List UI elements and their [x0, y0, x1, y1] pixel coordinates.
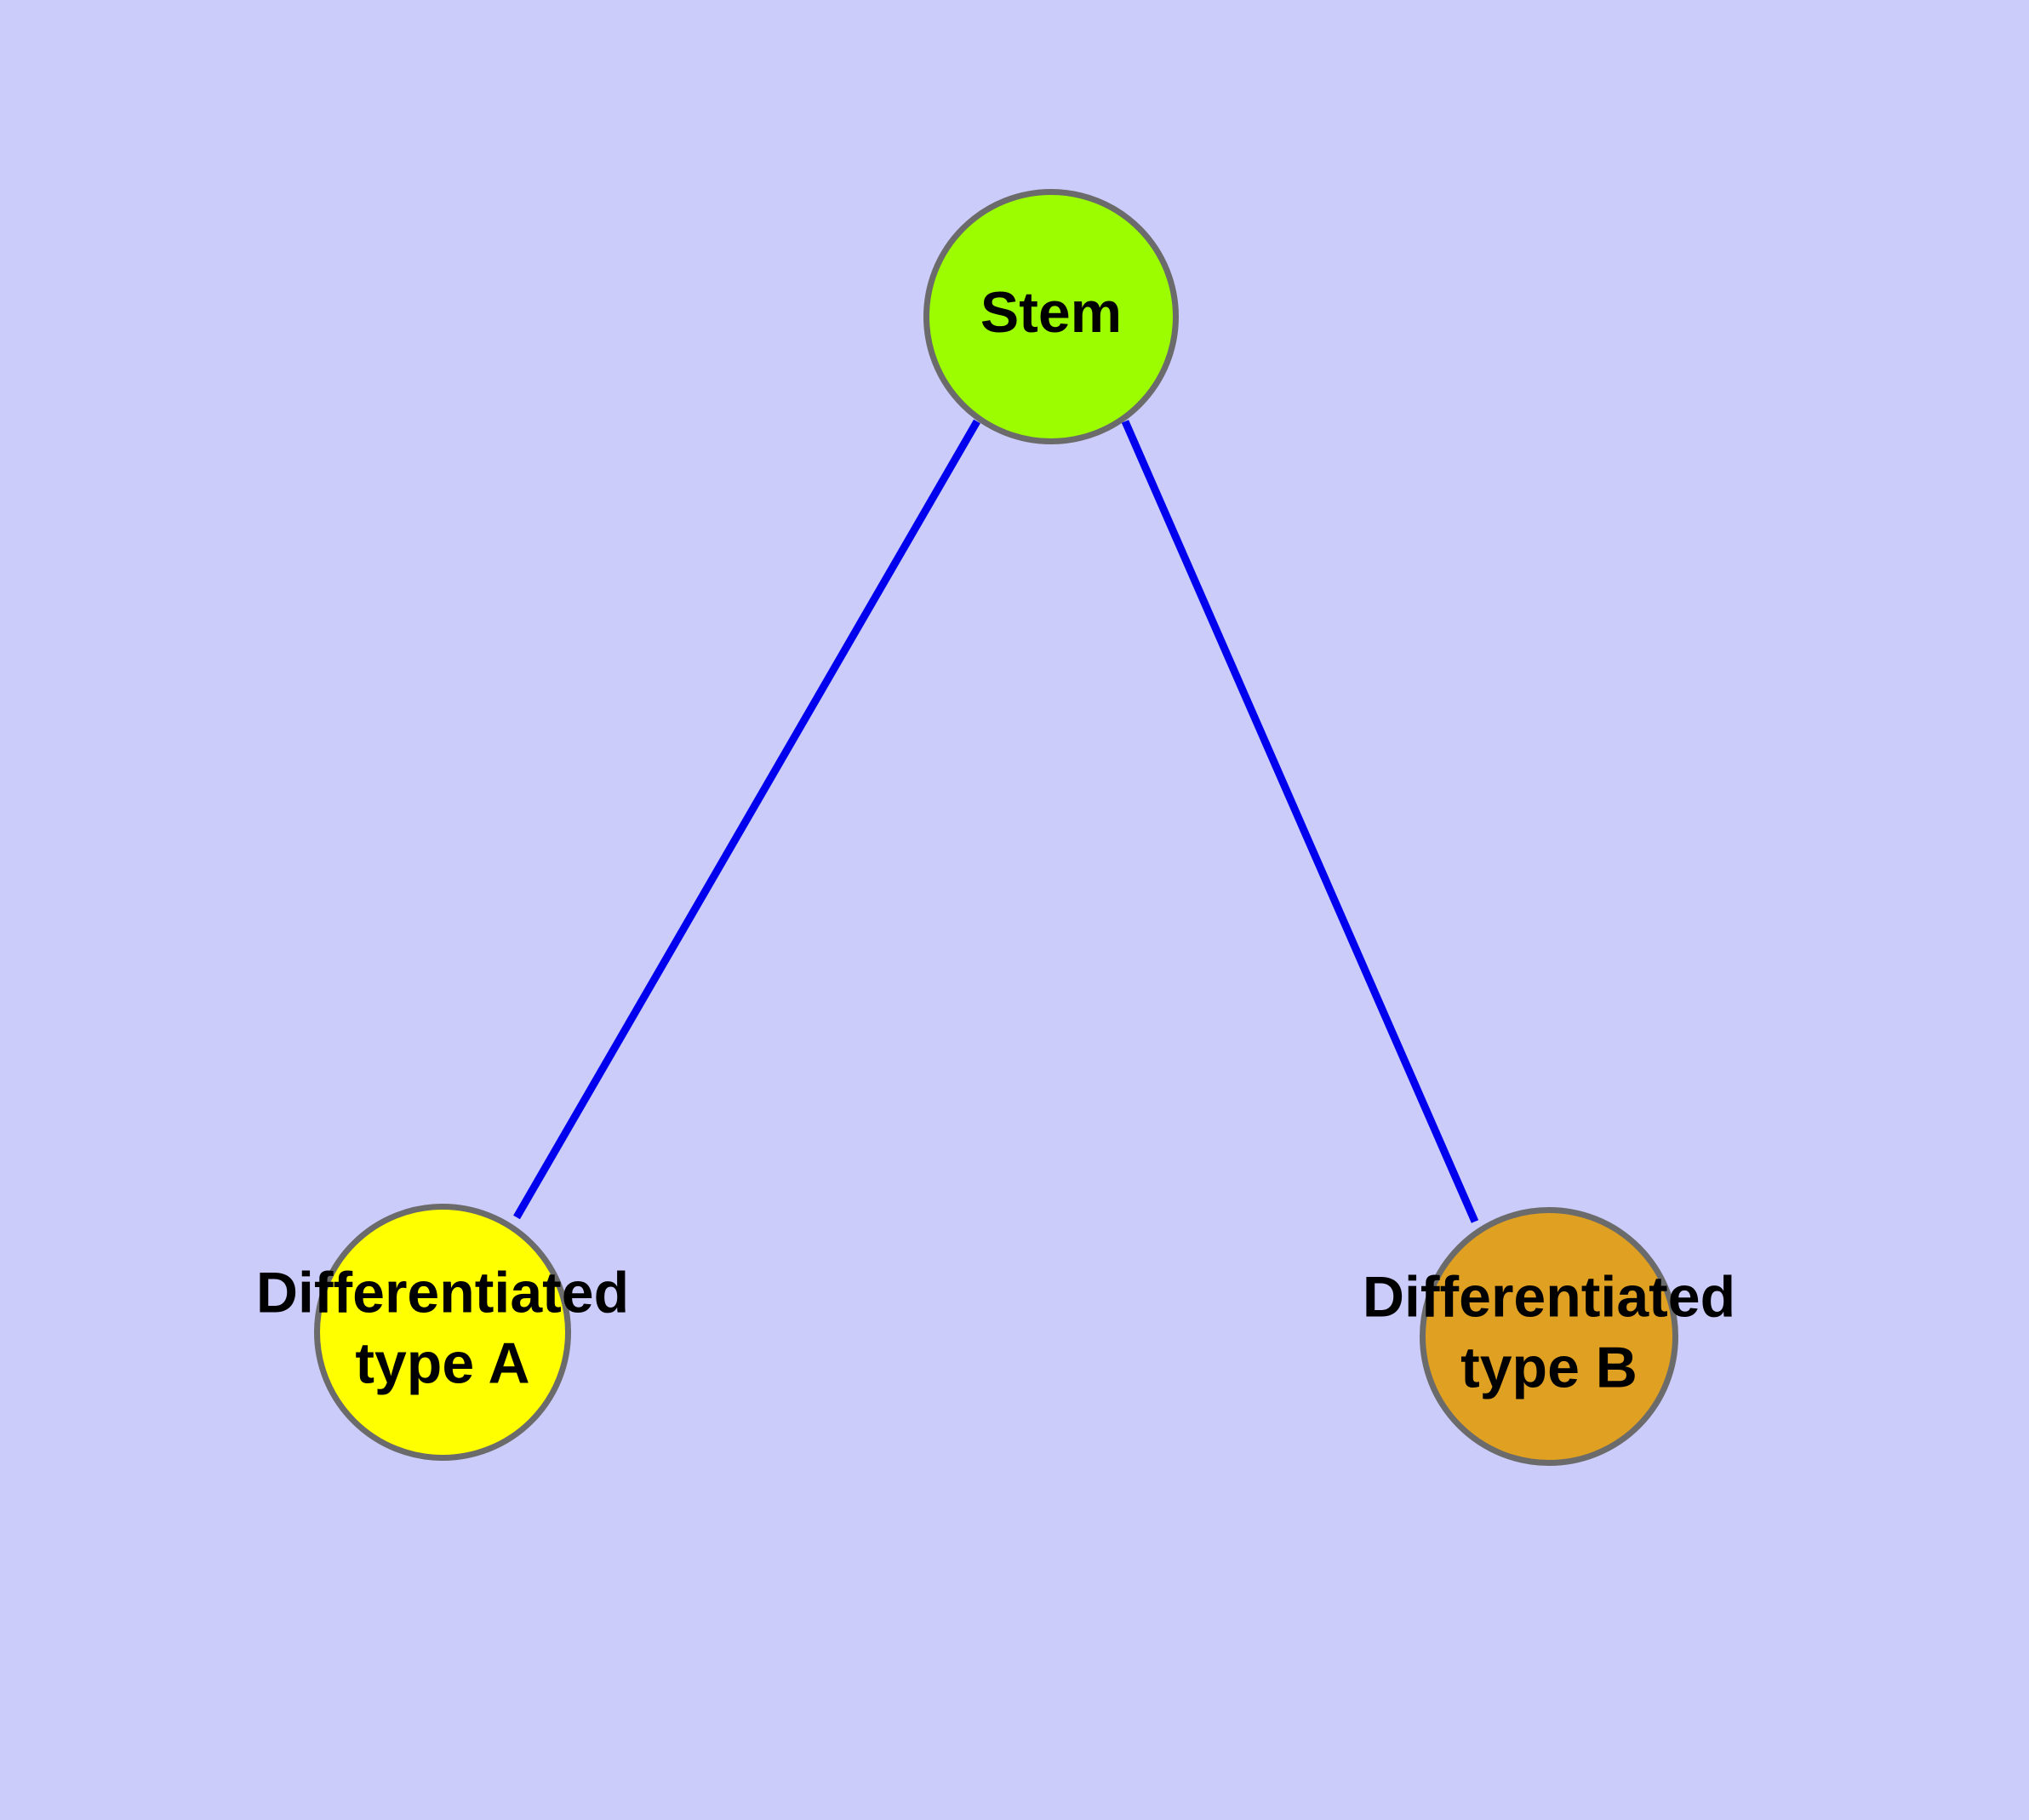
node-label-stem: Stem [980, 280, 1122, 345]
node-label-line: type A [355, 1331, 529, 1395]
node-label-line: Stem [980, 280, 1122, 345]
graph-node-diff_a[interactable] [314, 1204, 571, 1461]
graph-edge-stem-to-a[interactable] [513, 419, 980, 1220]
graph-node-stem[interactable] [923, 189, 1179, 444]
graph-node-diff_b[interactable] [1420, 1207, 1678, 1466]
edges-layer [513, 419, 1479, 1223]
node-circle-diff_a[interactable] [314, 1204, 571, 1461]
node-circle-diff_b[interactable] [1420, 1207, 1678, 1466]
node-label-line: Differentiated [256, 1260, 629, 1325]
node-label-line: Differentiated [1363, 1264, 1735, 1329]
node-label-line: type B [1460, 1335, 1637, 1399]
node-circle-stem[interactable] [923, 189, 1179, 444]
graph-edge-stem-to-b[interactable] [1121, 420, 1479, 1223]
